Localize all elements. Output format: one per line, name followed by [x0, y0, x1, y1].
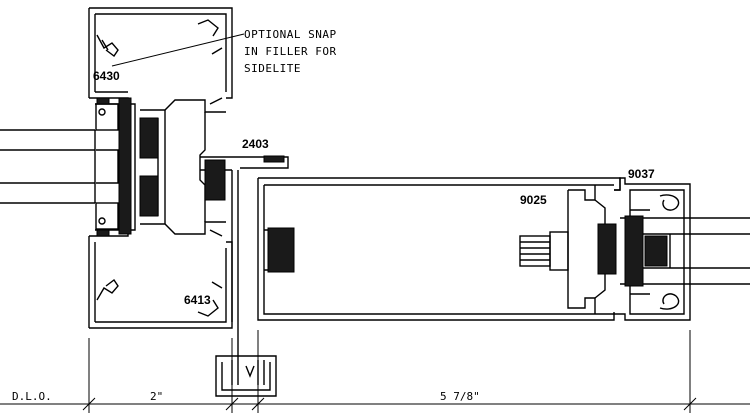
part-label-2403: 2403: [242, 137, 269, 151]
dimension-lines: [0, 330, 750, 413]
frame-6413-profile: [88, 229, 233, 329]
left-glass: [0, 129, 96, 204]
part-label-9037: 9037: [628, 167, 655, 181]
mullion-9025-profile: [257, 177, 621, 321]
dim-dlo: D.L.O.: [12, 390, 52, 403]
part-label-6430: 6430: [93, 69, 120, 83]
dim-two-inch: 2": [150, 390, 163, 403]
dim-five-seven-eighths: 5 7/8": [440, 390, 480, 403]
gaskets: [96, 97, 668, 287]
frame-6430-profile: [88, 7, 233, 105]
glass-stops: [95, 103, 119, 230]
bottom-clip: [215, 355, 277, 397]
part-label-6413: 6413: [184, 293, 211, 307]
note-line-2: IN FILLER FOR: [244, 45, 337, 58]
note-line-3: SIDELITE: [244, 62, 301, 75]
note-line-1: OPTIONAL SNAP: [244, 28, 337, 41]
part-label-9025: 9025: [520, 193, 547, 207]
note-leader: [111, 33, 245, 67]
